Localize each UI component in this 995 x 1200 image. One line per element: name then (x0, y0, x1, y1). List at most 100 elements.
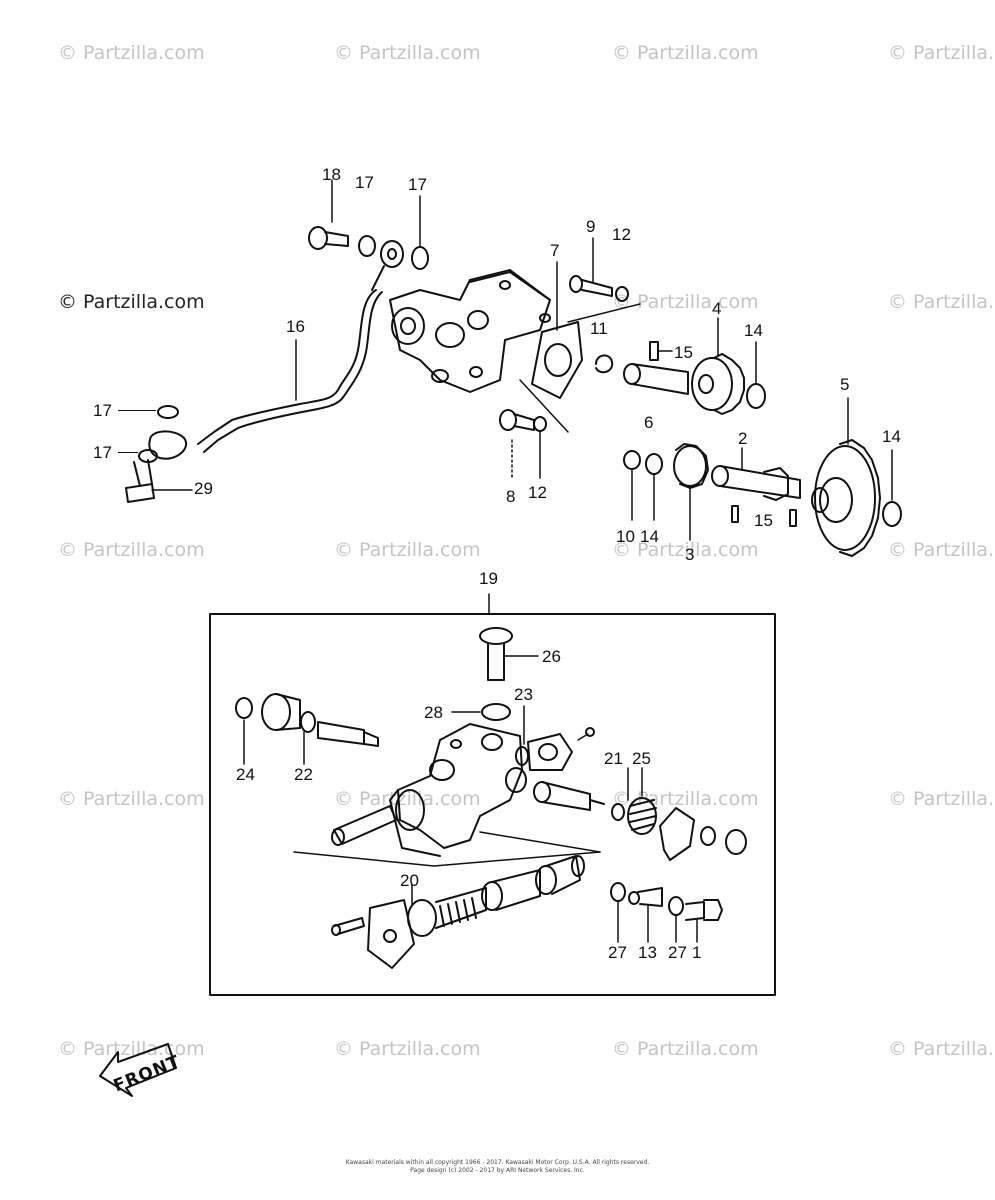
washer-part (481, 703, 511, 721)
washer-part (645, 453, 663, 475)
lower-banjo-part (125, 405, 193, 503)
watermark: © Partzilla.com (888, 42, 995, 64)
washer-part (610, 882, 626, 902)
long-shaft-part (331, 855, 585, 969)
washer-part (882, 501, 902, 527)
callout-label: 11 (590, 319, 608, 338)
washer-part (668, 896, 684, 916)
watermark: © Partzilla.com (612, 788, 759, 810)
callout-label: 22 (294, 765, 313, 784)
plug-part (261, 693, 301, 731)
pin-part (649, 341, 659, 361)
oil-pipe-part (197, 289, 383, 453)
watermark: © Partzilla.com (612, 539, 759, 561)
callout-label: 7 (550, 241, 560, 260)
callout-label: 16 (286, 317, 305, 336)
washer-part (746, 383, 766, 409)
driven-gear-part (811, 397, 881, 557)
pin-part (789, 509, 797, 527)
front-arrow-icon (99, 1043, 177, 1097)
pump-body-sub-part (389, 723, 527, 857)
callout-label: 27 (608, 943, 627, 962)
callout-label: 20 (400, 871, 419, 890)
callout-label: 14 (882, 427, 901, 446)
copyright-footer-line-2: Page design (c) 2002 - 2017 by ARI Netwo… (410, 1167, 585, 1174)
gasket-part (519, 261, 641, 433)
callout-label: 17 (93, 401, 112, 420)
callout-label: 15 (674, 343, 693, 362)
spring-part (627, 767, 657, 835)
bolt-part (569, 237, 629, 302)
pump-shaft-part (623, 363, 689, 395)
o-ring-part (611, 803, 625, 821)
callout-label: 2 (738, 429, 748, 448)
watermark: © Partzilla.com (334, 42, 481, 64)
watermark: © Partzilla.com (888, 291, 995, 313)
watermark: © Partzilla.com (888, 788, 995, 810)
watermark: © Partzilla.com (58, 788, 205, 810)
callout-label: 3 (685, 545, 695, 564)
watermark: © Partzilla.com (334, 539, 481, 561)
leader-line (118, 452, 138, 453)
bolt-part (499, 409, 547, 481)
callout-label: 23 (514, 685, 533, 704)
drive-shaft-part (711, 447, 801, 501)
watermark: © Partzilla.com (612, 42, 759, 64)
callout-label: 19 (479, 569, 498, 588)
callout-label: 4 (712, 299, 722, 318)
callout-label: 12 (528, 483, 547, 502)
circlip-part (623, 450, 641, 470)
callout-label: 14 (640, 527, 659, 546)
callout-label: 12 (612, 225, 631, 244)
callout-label: 9 (586, 217, 596, 236)
copyright-footer-line-1: Kawasaki materials within all copyright … (345, 1159, 650, 1166)
callout-label: 29 (194, 479, 213, 498)
callout-label: 17 (408, 175, 427, 194)
callout-label: 8 (506, 487, 516, 506)
gasket-part (515, 705, 595, 771)
callout-label: 15 (754, 511, 773, 530)
oil-pump-body-part (389, 269, 551, 393)
callout-label: 27 (668, 943, 687, 962)
callout-label: 14 (744, 321, 763, 340)
callout-label: 10 (616, 527, 635, 546)
watermark: © Partzilla.com (58, 539, 205, 561)
washer-part (358, 235, 376, 257)
callout-label: 24 (236, 765, 255, 784)
lever-part (659, 807, 747, 861)
watermark: © Partzilla.com (58, 42, 205, 64)
fitting-part (628, 887, 663, 943)
watermark: © Partzilla.com (612, 1038, 759, 1060)
drive-gear-part (673, 443, 709, 541)
sub-assembly-frame (209, 613, 776, 996)
watermark-dark: © Partzilla.com (58, 291, 205, 313)
banjo-fitting-part (371, 240, 404, 291)
callout-label: 1 (692, 943, 702, 962)
callout-label: 17 (355, 173, 374, 192)
pump-shaft-sub-part (293, 805, 601, 867)
callout-label: 17 (93, 443, 112, 462)
pin-part (731, 505, 739, 523)
leader-line (118, 410, 156, 411)
watermark: © Partzilla.com (334, 1038, 481, 1060)
pump-gear-part (691, 317, 745, 415)
watermark: © Partzilla.com (334, 788, 481, 810)
banjo-bolt-part (308, 179, 349, 250)
bolt-part (685, 899, 723, 943)
washer-part (411, 246, 429, 270)
callout-label: 6 (644, 413, 654, 432)
callout-label: 13 (638, 943, 657, 962)
callout-label: 28 (424, 703, 443, 722)
callout-label: 21 (604, 749, 623, 768)
watermark: © Partzilla.com (612, 291, 759, 313)
circlip-part (595, 354, 614, 374)
watermark: © Partzilla.com (888, 539, 995, 561)
plunger-part (533, 781, 605, 811)
callout-label: 25 (632, 749, 651, 768)
cap-part (235, 697, 253, 719)
callout-label: 18 (322, 165, 341, 184)
hollow-bolt-part (479, 627, 539, 681)
o-ring-part (300, 711, 316, 733)
